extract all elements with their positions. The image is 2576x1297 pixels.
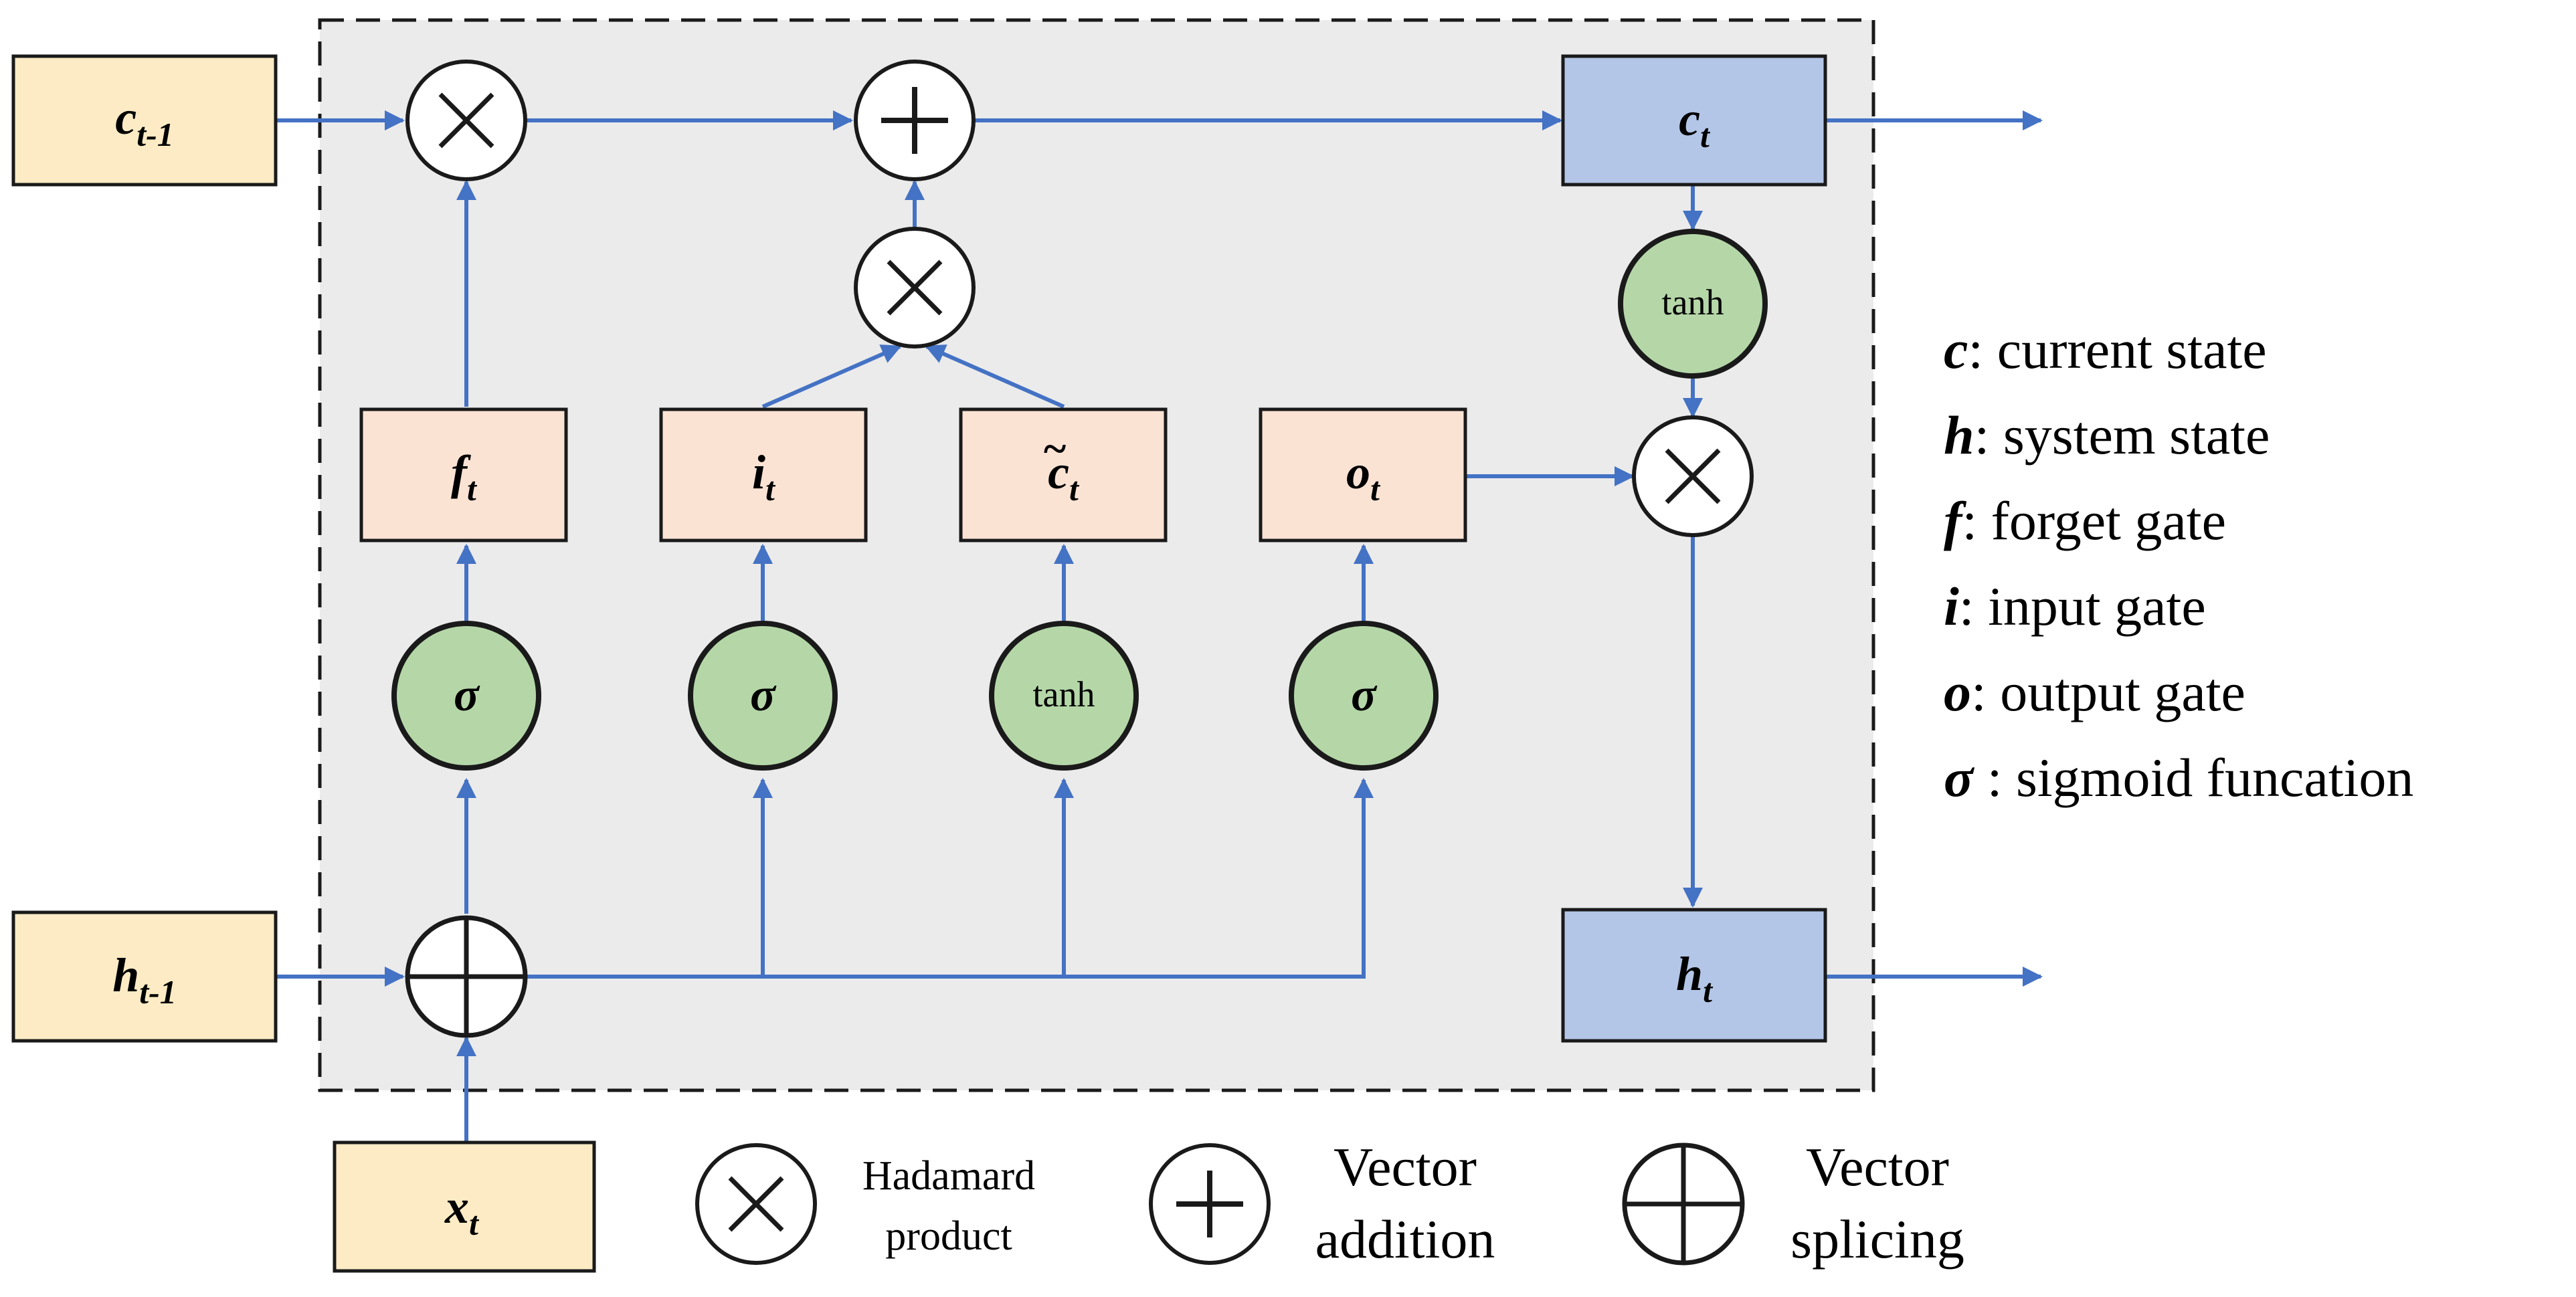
input-x-sub: t: [469, 1205, 480, 1242]
gate-input-sub: t: [765, 470, 776, 508]
input-x: xt: [333, 1140, 596, 1273]
legend-item-sigma: σ : sigmoid funcation: [1944, 747, 2413, 808]
key-hadamard: Hadamard product: [695, 1143, 1035, 1265]
key-splicing: Vector splicing: [1622, 1136, 1964, 1270]
svg-text:σ: σ: [750, 670, 777, 721]
svg-text:ct: ct: [1048, 445, 1080, 508]
svg-text:σ: σ: [1351, 670, 1378, 721]
gate-input: it: [659, 407, 868, 542]
gate-forget: ft: [359, 407, 568, 542]
output-c: ct: [1561, 54, 1827, 187]
svg-text:ht-1: ht-1: [112, 949, 177, 1011]
op-multiply-forget: [405, 60, 527, 181]
activation-sigma-output: σ: [1289, 621, 1439, 771]
output-h: ht: [1561, 908, 1827, 1043]
key-splicing-line1: Vector: [1806, 1136, 1949, 1197]
svg-text:ot: ot: [1346, 445, 1381, 508]
op-splice: [405, 915, 528, 1038]
output-c-sub: t: [1700, 117, 1711, 155]
input-h-prev-sub: t-1: [139, 973, 177, 1011]
flow-arrows: [276, 110, 2043, 1142]
activation-tanh-candidate: tanh: [989, 621, 1139, 771]
key-addition-line1: Vector: [1333, 1136, 1477, 1197]
key-addition-line2: addition: [1315, 1209, 1495, 1270]
output-c-base: c: [1679, 92, 1700, 146]
gate-output-sub: t: [1370, 470, 1381, 508]
input-h-prev: ht-1: [11, 910, 278, 1043]
legend-item-o: o: output gate: [1944, 662, 2245, 722]
key-hadamard-line2: product: [885, 1213, 1012, 1259]
gate-forget-sub: t: [467, 470, 478, 508]
gate-candidate-base: c: [1048, 445, 1069, 499]
op-add-cell: [854, 60, 976, 181]
svg-text:tanh: tanh: [1662, 282, 1724, 322]
gate-input-base: i: [752, 445, 765, 499]
gate-output: ot: [1259, 407, 1467, 542]
key-addition: Vector addition: [1149, 1136, 1495, 1270]
svg-text:xt: xt: [444, 1180, 480, 1242]
input-c-prev: ct-1: [11, 54, 278, 187]
svg-text:σ: σ: [454, 670, 480, 721]
legend-item-c: c: current state: [1944, 319, 2267, 380]
input-c-prev-sub: t-1: [136, 116, 174, 153]
input-c-prev-base: c: [115, 91, 136, 144]
svg-text:ct: ct: [1679, 92, 1711, 155]
op-multiply-output: [1632, 415, 1754, 537]
input-h-prev-base: h: [112, 949, 139, 1002]
output-h-base: h: [1676, 947, 1703, 1001]
svg-text:ht: ht: [1676, 947, 1714, 1009]
svg-text:ct-1: ct-1: [115, 91, 174, 153]
activation-sigma-forget: σ: [391, 621, 541, 771]
svg-text:it: it: [752, 445, 776, 508]
gate-candidate: ~ ct: [959, 407, 1168, 542]
legend: c: current state h: system state f: forg…: [1944, 319, 2413, 808]
legend-item-h: h: system state: [1944, 405, 2270, 466]
svg-text:tanh: tanh: [1033, 674, 1095, 714]
activation-tanh-state: tanh: [1618, 229, 1768, 379]
gate-output-base: o: [1346, 445, 1370, 499]
key-splicing-line2: splicing: [1790, 1209, 1964, 1270]
activation-sigma-input: σ: [688, 621, 838, 771]
legend-item-i: i: input gate: [1944, 576, 2206, 637]
input-x-base: x: [444, 1180, 469, 1233]
output-h-sub: t: [1703, 972, 1714, 1009]
op-multiply-input: [854, 227, 976, 348]
legend-item-f: f: forget gate: [1944, 490, 2226, 551]
gate-candidate-sub: t: [1069, 470, 1080, 508]
gate-candidate-accent: ~: [1042, 425, 1067, 472]
key-hadamard-line1: Hadamard: [862, 1153, 1035, 1199]
